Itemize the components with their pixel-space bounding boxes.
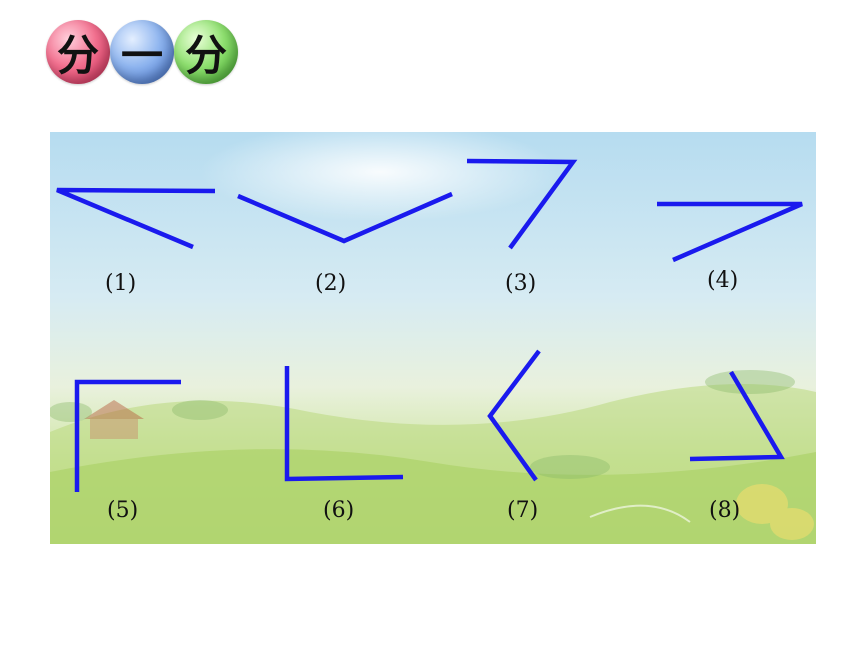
figure-5-shape bbox=[74, 379, 181, 492]
figure-8-shape bbox=[689, 370, 785, 462]
figure-5-label: (5) bbox=[107, 498, 139, 523]
title-char-1: 分 bbox=[56, 30, 99, 80]
title-ball-red: 分 bbox=[46, 20, 110, 84]
butterfly-icon bbox=[736, 484, 814, 540]
figure-3-shape bbox=[466, 158, 578, 250]
landscape-background bbox=[50, 132, 816, 544]
bushes bbox=[50, 370, 795, 479]
figure-4-label: (4) bbox=[707, 268, 739, 293]
figure-7-label: (7) bbox=[507, 498, 539, 523]
title-char-2: 一 bbox=[120, 30, 163, 80]
figure-2-label: (2) bbox=[315, 271, 347, 296]
hill-front bbox=[50, 449, 816, 544]
figure-8-label: (8) bbox=[709, 498, 741, 523]
title-group: 分 一 分 bbox=[46, 20, 246, 86]
angle-figures bbox=[56, 158, 803, 492]
figure-6-shape bbox=[284, 366, 404, 482]
figure-3-label: (3) bbox=[505, 271, 537, 296]
title-ball-blue: 一 bbox=[110, 20, 174, 84]
title-ball-green: 分 bbox=[174, 20, 238, 84]
figure-1-shape bbox=[56, 187, 216, 250]
figure-6-label: (6) bbox=[323, 498, 355, 523]
figure-panel: (1) (2) (3) (4) (5) (6) (7) (8) bbox=[50, 132, 816, 544]
figure-4-shape bbox=[657, 201, 803, 263]
title-char-3: 分 bbox=[184, 30, 227, 80]
figure-1-label: (1) bbox=[105, 271, 137, 296]
house-icon bbox=[84, 400, 144, 439]
figure-7-shape bbox=[487, 349, 541, 482]
figure-2-shape bbox=[237, 191, 453, 244]
